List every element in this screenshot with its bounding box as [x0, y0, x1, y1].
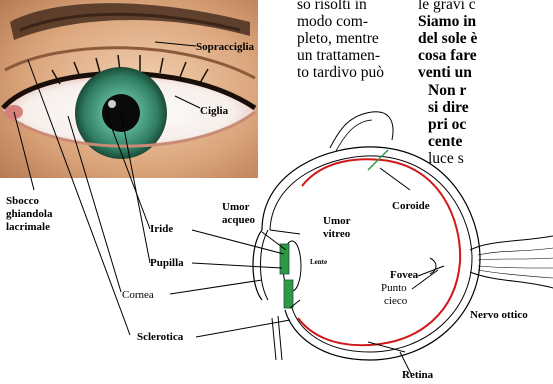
label-lacrimale: lacrimale	[6, 222, 50, 233]
eye-cross-section	[253, 112, 553, 360]
text-line: to tardivo può	[297, 64, 384, 81]
label-ghiandola: ghiandola	[6, 209, 52, 220]
label-coroide: Coroide	[392, 201, 430, 212]
article-text-middle: so risolti in modo com- pleto, mentre un…	[297, 0, 393, 81]
label-umor-acqueo-1: Umor	[222, 202, 250, 213]
label-lente: Lente	[310, 257, 327, 268]
label-fovea: Fovea	[390, 270, 418, 281]
text-line: le gravi c	[418, 0, 553, 13]
article-text-right: le gravi c Siamo in del sole è cosa fare…	[418, 0, 553, 81]
label-ciglia: Ciglia	[200, 106, 228, 117]
article-text-right-indented: Non r si dire pri oc cente luce s	[428, 82, 469, 167]
label-iride: Iride	[150, 224, 173, 235]
label-umor-acqueo-2: acqueo	[222, 215, 255, 226]
text-line: cosa fare	[418, 47, 553, 64]
label-umor-vitreo-2: vitreo	[323, 229, 350, 240]
text-line: si dire	[428, 99, 469, 116]
text-line: pri oc	[428, 116, 469, 133]
label-nervo-ottico: Nervo ottico	[470, 310, 528, 321]
section-leader-lines	[170, 168, 444, 352]
text-line: luce s	[428, 150, 469, 167]
text-line: un trattamen-	[297, 47, 380, 64]
text-line: modo com-	[297, 13, 368, 30]
label-pupilla: Pupilla	[150, 258, 184, 269]
label-sopracciglia: Sopracciglia	[196, 42, 254, 53]
label-umor-vitreo-1: Umor	[323, 216, 351, 227]
text-line: venti un	[418, 64, 553, 81]
text-line: Non r	[428, 82, 469, 99]
label-retina: Retina	[402, 370, 433, 381]
label-punto-cieco-2: cieco	[384, 296, 407, 307]
label-sclerotica: Sclerotica	[137, 332, 183, 343]
text-line: so risolti in	[297, 0, 367, 13]
text-line: del sole è	[418, 30, 553, 47]
text-line: cente	[428, 133, 469, 150]
text-line: Siamo in	[418, 13, 553, 30]
label-cornea: Cornea	[122, 290, 154, 301]
label-punto-cieco-1: Punto	[381, 283, 407, 294]
label-sbocco: Sbocco	[6, 196, 39, 207]
text-line: pleto, mentre	[297, 30, 379, 47]
